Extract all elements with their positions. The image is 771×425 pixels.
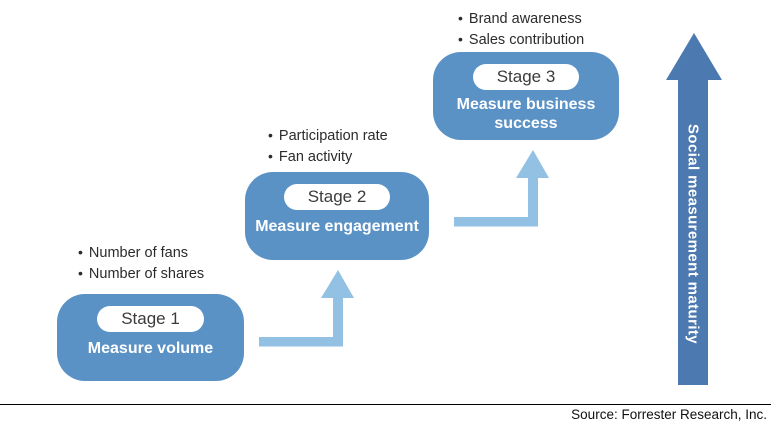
maturity-arrow-icon: [666, 33, 722, 385]
bullet-item: Participation rate: [268, 125, 388, 146]
bullet-text: Participation rate: [278, 128, 388, 144]
bullet-item: Brand awareness: [458, 8, 584, 29]
bullet-item: Sales contribution: [458, 29, 584, 50]
bullet-text: Brand awareness: [468, 11, 582, 27]
stage-2-label: Measure engagement: [255, 218, 419, 235]
bullet-list-stage-3: Brand awareness Sales contribution: [458, 8, 584, 50]
stage-2-pill: Stage 2: [283, 184, 391, 210]
bullet-item: Number of fans: [78, 242, 204, 263]
stage-2-box: Stage 2 Measure engagement: [245, 172, 429, 260]
stage-3-box: Stage 3 Measure business success: [433, 52, 619, 140]
bullet-item: Fan activity: [268, 146, 388, 167]
source-divider: [0, 404, 771, 405]
maturity-arrow: Social measurement maturity: [660, 30, 726, 388]
bullet-text: Fan activity: [278, 149, 353, 165]
bullet-text: Sales contribution: [468, 32, 585, 48]
bullet-text: Number of fans: [88, 245, 189, 261]
stage-3-label: Measure business success: [456, 96, 596, 132]
maturity-axis-label: Social measurement maturity: [684, 123, 702, 345]
stage-1-pill: Stage 1: [97, 306, 204, 332]
bullet-list-stage-2: Participation rate Fan activity: [268, 125, 388, 167]
stage-1-box: Stage 1 Measure volume: [57, 294, 244, 381]
source-text: Source: Forrester Research, Inc.: [571, 407, 767, 422]
stage-1-label: Measure volume: [87, 340, 214, 357]
step-arrow-icon-2: [454, 150, 549, 227]
step-arrow-icon-1: [259, 270, 354, 347]
bullet-text: Number of shares: [88, 266, 205, 282]
bullet-list-stage-1: Number of fans Number of shares: [78, 242, 204, 284]
stage-3-pill: Stage 3: [472, 64, 580, 90]
bullet-item: Number of shares: [78, 263, 204, 284]
